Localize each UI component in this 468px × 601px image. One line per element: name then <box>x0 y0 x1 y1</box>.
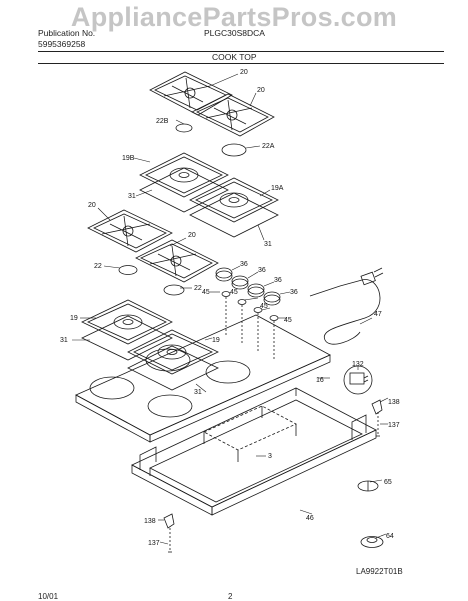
burner-cap-22 <box>118 265 138 275</box>
burner-cap-22a <box>221 143 247 157</box>
callout-16: 16 <box>316 377 324 384</box>
grate-left-front <box>87 209 173 253</box>
callout-47: 47 <box>374 311 382 318</box>
burner-tray-19-right <box>127 329 219 375</box>
cooktop-surface <box>75 314 331 443</box>
callout-22-b: 22 <box>194 285 202 292</box>
callout-138-a: 138 <box>388 399 400 406</box>
callout-137-a: 137 <box>388 422 400 429</box>
grate-right-front <box>135 239 219 283</box>
burner-cap-22b <box>175 123 193 133</box>
header-rule-top <box>38 51 444 52</box>
bracket-left <box>163 513 175 553</box>
watermark: AppliancePartsPros.com <box>70 2 398 32</box>
callout-36-c: 36 <box>274 277 282 284</box>
callout-19a: 19A <box>271 185 284 192</box>
callout-3: 3 <box>268 453 272 460</box>
callout-137-b: 137 <box>148 540 160 547</box>
callout-numbers: 20 20 22B 22A 19B 31 19A 31 20 20 22 22 … <box>60 69 400 547</box>
callout-36-a: 36 <box>240 261 248 268</box>
burner-tray-19-left <box>81 299 173 345</box>
burner-box-frame <box>131 387 377 516</box>
publication-number: 5995369258 <box>38 39 86 49</box>
footer-date: 10/01 <box>38 592 59 601</box>
publication-label: Publication No. <box>38 28 96 38</box>
control-knobs <box>215 267 281 306</box>
leader-lines <box>72 73 389 545</box>
callout-20-d: 20 <box>188 232 196 239</box>
model-code: PLGC30S8DCA <box>204 28 265 38</box>
callout-19b: 19B <box>122 155 135 162</box>
callout-31-d: 31 <box>194 389 202 396</box>
callout-31-a: 31 <box>128 193 136 200</box>
callout-20-b: 20 <box>257 87 265 94</box>
callout-45-b: 45 <box>230 289 238 296</box>
part-64-inner <box>366 537 378 543</box>
callout-64: 64 <box>386 533 394 540</box>
callout-19-b: 19 <box>212 337 220 344</box>
callout-65: 65 <box>384 479 392 486</box>
bracket-right <box>371 399 383 437</box>
grate-left-rear <box>149 71 233 116</box>
callout-45-a: 45 <box>202 289 210 296</box>
callout-138-b: 138 <box>144 518 156 525</box>
callout-19-a: 19 <box>70 315 78 322</box>
callout-45-d: 45 <box>284 317 292 324</box>
callout-36-d: 36 <box>290 289 298 296</box>
callout-132: 132 <box>352 361 364 368</box>
footer-page-number: 2 <box>228 592 233 601</box>
callout-22a: 22A <box>262 143 275 150</box>
burner-cap-22-front <box>163 284 185 296</box>
callout-22: 22 <box>94 263 102 270</box>
igniter-module <box>343 365 373 395</box>
burner-tray-19b <box>139 152 229 198</box>
header-rule-bottom <box>38 63 444 64</box>
section-title: COOK TOP <box>212 52 257 62</box>
part-64 <box>360 536 384 548</box>
callout-20-a: 20 <box>240 69 248 76</box>
seal-31-rear-left <box>139 167 229 213</box>
seal-31-front-right <box>127 345 219 391</box>
diagram-id: LA9922T01B <box>356 567 403 576</box>
callout-45-c: 45 <box>260 303 268 310</box>
callout-36-b: 36 <box>258 267 266 274</box>
side-rail <box>139 414 367 470</box>
callout-31-c: 31 <box>60 337 68 344</box>
power-cord <box>309 267 384 345</box>
seal-31-rear-right <box>189 192 279 238</box>
callout-20-c: 20 <box>88 202 96 209</box>
callout-46: 46 <box>306 515 314 522</box>
callout-31-b: 31 <box>264 241 272 248</box>
seal-31-front-left <box>81 315 173 361</box>
burner-tray-19a <box>189 177 279 223</box>
callout-22b: 22B <box>156 118 169 125</box>
grate-right-rear <box>191 93 275 137</box>
